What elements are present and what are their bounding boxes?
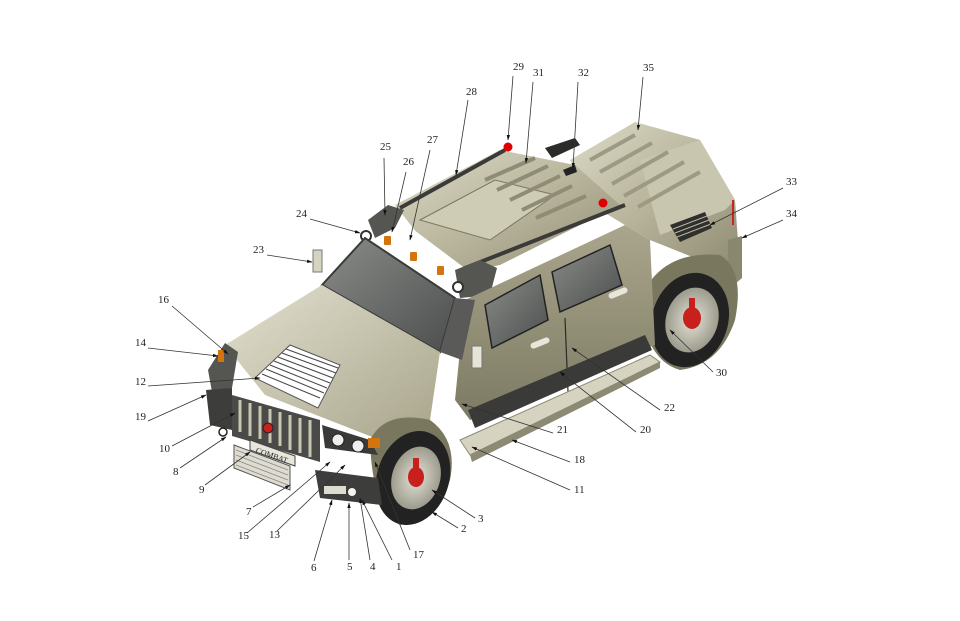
callout-18: 18	[574, 454, 585, 466]
callout-22: 22	[664, 402, 675, 414]
callout-34: 34	[786, 208, 797, 220]
rear-roof-slats	[589, 133, 701, 209]
headlight-inner	[331, 433, 345, 447]
callout-27: 27	[427, 134, 438, 146]
rear-side-vent	[670, 212, 712, 242]
roof-rail-right	[454, 203, 626, 274]
callout-5: 5	[347, 561, 353, 573]
windshield-area	[320, 236, 475, 360]
callout-14: 14	[135, 337, 146, 349]
front-fascia: COMBAT	[206, 343, 382, 505]
tow-hook	[218, 427, 228, 437]
callout-9: 9	[199, 484, 205, 496]
roof-marker-lights	[384, 236, 444, 275]
callout-30: 30	[716, 367, 727, 379]
front-door-handle	[530, 337, 550, 349]
callout-11: 11	[574, 484, 585, 496]
leader-lines	[147, 75, 784, 562]
beacon-light-left	[503, 142, 513, 152]
headlight-outer	[351, 439, 365, 453]
front-hub-lock	[408, 467, 424, 487]
callout-24: 24	[296, 208, 307, 220]
callout-19: 19	[135, 411, 146, 423]
callout-21: 21	[557, 424, 568, 436]
front-bumper-left	[206, 388, 232, 430]
callout-15: 15	[238, 530, 249, 542]
callout-20: 20	[640, 424, 651, 436]
side-mirror-left	[312, 249, 323, 273]
callout-2: 2	[461, 523, 467, 535]
side-mirror-right	[471, 345, 483, 369]
callout-16: 16	[158, 294, 169, 306]
fog-light	[348, 488, 356, 496]
grille	[232, 395, 320, 462]
roof-corner-pod-left	[368, 205, 404, 238]
roof-rail-left	[399, 148, 506, 210]
turn-signal	[368, 438, 380, 448]
rear-wheel	[640, 254, 738, 370]
rear-cargo-section	[570, 122, 742, 290]
grille-emblem	[262, 422, 274, 434]
side-body	[312, 225, 661, 462]
front-wheel	[370, 417, 452, 525]
roof-corner-pod-right	[455, 260, 497, 298]
callout-33: 33	[786, 176, 797, 188]
callout-7: 7	[246, 506, 252, 518]
cab-roof	[360, 138, 626, 298]
fog-light-bar	[324, 486, 346, 494]
callout-26: 26	[403, 156, 414, 168]
rear-hub-lock	[683, 307, 701, 329]
callout-25: 25	[380, 141, 391, 153]
spotlight-right	[452, 281, 464, 293]
callout-3: 3	[478, 513, 484, 525]
callout-28: 28	[466, 86, 477, 98]
front-bumper-right	[315, 470, 382, 505]
rear-door-handle	[608, 287, 628, 299]
beacon-light-right	[598, 198, 608, 208]
callout-10: 10	[159, 443, 170, 455]
roof-slats	[484, 156, 587, 220]
hood	[225, 285, 440, 440]
callout-23: 23	[253, 244, 264, 256]
rear-door-window	[551, 243, 623, 314]
callout-31: 31	[533, 67, 544, 79]
callout-12: 12	[135, 376, 146, 388]
lower-side-panel	[468, 335, 652, 428]
callout-1: 1	[396, 561, 402, 573]
grille-bars	[238, 400, 312, 457]
callout-17: 17	[413, 549, 424, 561]
callout-35: 35	[643, 62, 654, 74]
callout-13: 13	[269, 529, 280, 541]
callout-29: 29	[513, 61, 524, 73]
side-marker-light	[218, 350, 224, 362]
callout-6: 6	[311, 562, 317, 574]
roof-rear-bar	[545, 138, 580, 158]
front-door-window	[484, 273, 549, 350]
callout-8: 8	[173, 466, 179, 478]
callout-32: 32	[578, 67, 589, 79]
callout-4: 4	[370, 561, 376, 573]
